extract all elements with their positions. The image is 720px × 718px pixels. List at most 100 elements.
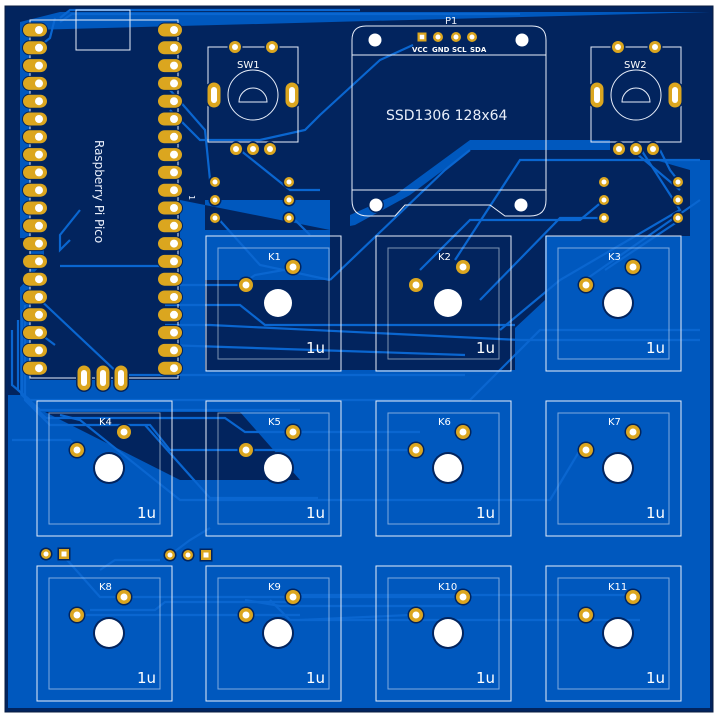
mcu-pin-right-16-drill <box>170 293 178 301</box>
header-pin-8-drill <box>601 197 607 203</box>
key-ref-label: K5 <box>268 417 281 428</box>
encoder-switch-pin-b-2-drill <box>652 44 658 50</box>
key-inner-outline-k3 <box>557 247 670 360</box>
key-ref-label: K10 <box>438 582 457 593</box>
mcu-pin-right-3-drill <box>170 61 178 70</box>
mcu-pin-right-17-drill <box>170 310 178 319</box>
key-inner-outline-k9 <box>217 577 330 690</box>
key-inner-outline-k6 <box>387 412 500 525</box>
key-inner-outline-k2 <box>387 247 500 360</box>
key-outline-k4 <box>36 400 173 537</box>
key-pin1-k2-drill <box>459 263 467 271</box>
mcu-pin-right-20-drill <box>170 364 178 373</box>
display-pin-gnd: GND <box>432 46 450 54</box>
key-pin2-k9-drill <box>242 611 250 619</box>
mcu-pin-right-7-drill <box>170 132 178 141</box>
header3-pin-2-drill <box>185 552 191 558</box>
display-pin-sda-pad-drill <box>469 34 475 40</box>
encoder-shaft-1 <box>238 87 268 103</box>
key-size-label: 1u <box>137 669 156 687</box>
encoder-pin-c-2-drill <box>633 146 639 152</box>
key-size-label: 1u <box>646 339 665 357</box>
display-pin-scl-pad-drill <box>453 34 459 40</box>
mcu-pin-right-2-drill <box>170 43 178 52</box>
trace-14 <box>165 323 700 342</box>
key-inner-outline-k8 <box>48 577 161 690</box>
trace-29 <box>499 147 682 331</box>
trace-31 <box>419 199 605 271</box>
mcu-pin-left-10-drill <box>35 186 43 195</box>
trace-32 <box>479 216 605 301</box>
mcu-pin-right-4-drill <box>170 79 178 88</box>
key-pin1-k7-drill <box>629 428 637 436</box>
trace-22 <box>144 424 318 500</box>
key-pin2-k5-drill <box>242 446 250 454</box>
mcu-pin-left-19-drill <box>35 346 43 355</box>
header3-pin-3-drill <box>203 552 209 558</box>
header-pin-1-drill <box>212 179 218 185</box>
mcu-pin-right-12-drill <box>170 221 178 230</box>
mcu-pin-left-9-drill <box>35 168 43 177</box>
trace-24 <box>59 551 470 599</box>
encoder-switch-pin-a-1-drill <box>232 44 238 50</box>
trace-26 <box>269 599 640 622</box>
mcu-pin-left-5-drill <box>35 97 43 106</box>
key-labels: K11uK21uK31uK41uK51uK61uK71uK81uK91uK101… <box>99 252 665 687</box>
mcu-pin-left-12-drill <box>35 221 43 230</box>
encoder-knob-ring-1 <box>227 69 279 121</box>
mcu-debug-pin-3-drill <box>118 370 124 386</box>
key-stem-hole-k8 <box>95 619 123 647</box>
key-pin1-k1-drill <box>289 263 297 271</box>
mcu-pin-left-11-drill <box>35 204 43 212</box>
keepout-pico-side <box>8 12 20 395</box>
key-inner-outline-k1 <box>217 247 330 360</box>
key-pin1-k6-drill <box>459 428 467 436</box>
mcu-pin-left-8-drill <box>35 150 43 159</box>
display-pin-gnd-pad-drill <box>435 34 441 40</box>
key-pin2-k11-drill <box>582 611 590 619</box>
encoder-ref-sw1: SW1 <box>237 60 260 71</box>
encoder-switch-pin-b-1-drill <box>269 44 275 50</box>
trace-37 <box>99 558 160 571</box>
trace-19 <box>20 310 420 434</box>
key-pin2-k10-drill <box>412 611 420 619</box>
trace-5 <box>169 43 414 142</box>
trace-36 <box>454 158 700 261</box>
jumper-pin-2-drill <box>61 551 67 557</box>
key-size-label: 1u <box>306 339 325 357</box>
key-stem-hole-k7 <box>604 454 632 482</box>
key-pin1-k9-drill <box>289 593 297 601</box>
key-pin1-k5-drill <box>289 428 297 436</box>
display-pin-vcc: VCC <box>412 46 428 54</box>
display-mount-hole-tr <box>515 33 529 47</box>
mcu-pin-left-1-drill <box>35 26 43 34</box>
key-size-label: 1u <box>646 669 665 687</box>
header-pin-7-drill <box>601 179 607 185</box>
key-pin2-k2-drill <box>412 281 420 289</box>
trace-18 <box>16 320 300 412</box>
header-pin-12-drill <box>675 215 681 221</box>
trace-7 <box>214 214 331 282</box>
mcu-pin-left-6-drill <box>35 115 43 123</box>
key-outline-k11 <box>545 565 682 702</box>
key-pin1-k4-drill <box>120 428 128 436</box>
trace-15 <box>164 343 466 357</box>
trace-9 <box>58 209 81 253</box>
mcu-pin-right-15-drill <box>170 275 178 284</box>
mcu-debug-pin-2-drill <box>100 370 106 386</box>
trace-23 <box>59 413 581 502</box>
key-ref-label: K9 <box>268 582 281 593</box>
key-inner-outline-k4 <box>48 412 161 525</box>
key-stem-hole-k11 <box>604 619 632 647</box>
key-pin1-k3-drill <box>629 263 637 271</box>
key-pin2-k1-drill <box>242 281 250 289</box>
key-stem-hole-k9 <box>264 619 292 647</box>
key-ref-label: K1 <box>268 252 281 263</box>
mcu-debug-pin-1-drill <box>81 370 87 386</box>
encoder-mount-left-1-drill <box>211 87 217 103</box>
mcu-usb-outline <box>75 9 131 51</box>
mcu-pin-right-19-drill <box>170 346 178 355</box>
encoder-shaft-2 <box>621 87 651 103</box>
mcu-pin-right-10-drill <box>170 186 178 195</box>
